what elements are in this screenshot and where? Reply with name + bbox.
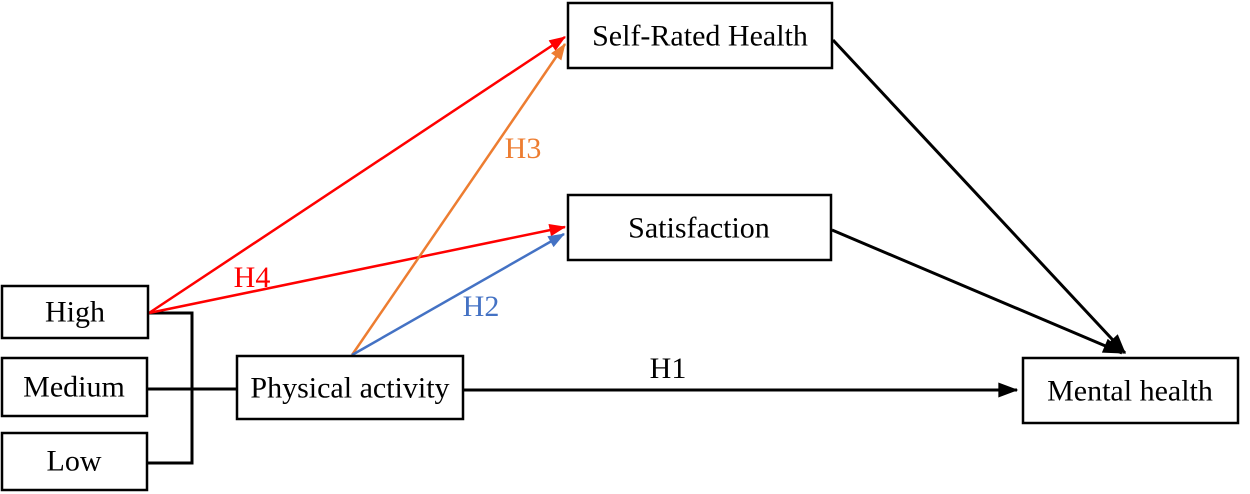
- node-physical-activity-box: [235, 354, 465, 421]
- node-physical-activity: Physical activity: [235, 354, 465, 421]
- edge-label-h3: H3: [505, 132, 542, 165]
- edge-label-h1: H1: [650, 352, 687, 385]
- edge-label-h4: H4: [234, 261, 271, 294]
- node-medium-label: Medium: [23, 371, 125, 404]
- node-mental-health: Mental health: [1021, 356, 1240, 425]
- node-medium: Medium: [0, 356, 149, 418]
- edge-selfrated-to-mental: [831, 38, 1127, 355]
- node-mental-health-label: Mental health: [1047, 375, 1213, 408]
- node-satisfaction: Satisfaction: [566, 193, 833, 262]
- node-self-rated-health: Self-Rated Health: [566, 1, 834, 70]
- node-satisfaction-box: [566, 193, 833, 262]
- node-self-rated-health-box: [566, 1, 834, 70]
- node-low-box: [0, 431, 149, 492]
- node-self-rated-health-label: Self-Rated Health: [592, 20, 808, 53]
- edge-h2-physical-to-satisfaction: [351, 232, 565, 357]
- node-low: Low: [0, 431, 149, 492]
- node-low-label: Low: [47, 445, 102, 478]
- node-physical-activity-label: Physical activity: [250, 372, 449, 405]
- node-high-label: High: [45, 296, 105, 329]
- node-mental-health-box: [1021, 356, 1240, 425]
- edge-h3-physical-to-selfrated: [350, 43, 567, 356]
- grouping-bracket: [147, 311, 237, 465]
- edge-h4-high-to-selfrated: [148, 35, 566, 315]
- node-high: High: [0, 284, 150, 340]
- node-medium-box: [0, 356, 149, 418]
- node-satisfaction-label: Satisfaction: [628, 212, 770, 245]
- node-high-box: [0, 284, 150, 340]
- edge-satisfaction-to-mental: [831, 228, 1124, 355]
- edge-label-h2: H2: [463, 290, 500, 323]
- edge-h4-high-to-satisfaction: [148, 224, 567, 315]
